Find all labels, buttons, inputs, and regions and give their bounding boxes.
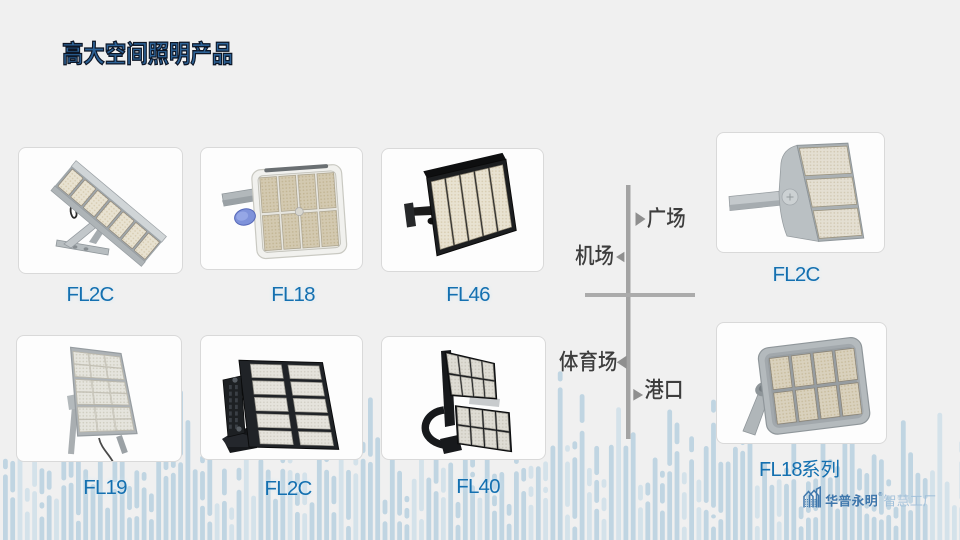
- svg-text:FL18: FL18: [759, 459, 802, 481]
- svg-text:®: ®: [878, 491, 882, 498]
